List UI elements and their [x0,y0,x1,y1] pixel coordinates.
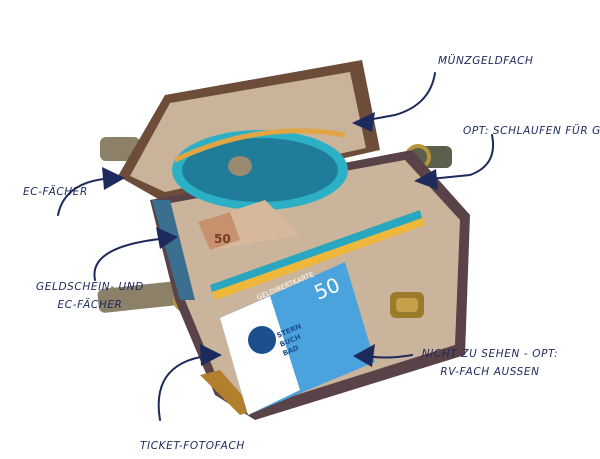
label-ec-faecher: EC-FÄCHER [23,186,88,198]
label-nicht-zu-sehen: NICHT ZU SEHEN - OPT: RV-FACH AUSSEN [410,345,570,381]
clasp [390,292,424,318]
label-ticket-fotofach: TICKET-FOTOFACH [140,440,245,452]
label-geldschein-line1: GELDSCHEIN- UND [36,281,144,293]
label-geldschein-line2: EC-FÄCHER [57,299,123,311]
label-nicht-line2: RV-FACH AUSSEN [440,366,540,378]
label-schlaufen: OPT: SCHLAUFEN FÜR GURT [463,125,600,137]
coin-pocket [172,128,348,210]
gift-card: GELDWERTKARTE 50 STERN BUCH BAD [220,262,375,415]
banknote-value: 50 [214,232,231,246]
label-geldschein: GELDSCHEIN- UND EC-FÄCHER [30,278,150,314]
label-nicht-line1: NICHT ZU SEHEN - OPT: [421,348,559,360]
label-muenzgeldfach: MÜNZGELDFACH [438,55,534,67]
banknote: 50 [198,200,300,250]
